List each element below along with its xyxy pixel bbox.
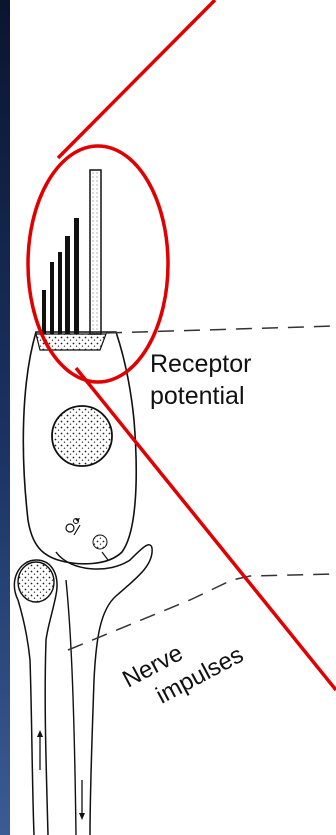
nucleus: [52, 406, 112, 466]
receptor-label-line2: potential: [150, 382, 245, 410]
stereocilium-4: [65, 236, 70, 334]
nerve-ending-dotted: [18, 562, 54, 602]
stereocilium-1: [42, 290, 46, 334]
stereocilium-5: [74, 218, 79, 334]
stereocilium-2: [50, 262, 54, 334]
receptor-label-line1: Receptor: [150, 350, 251, 378]
stereocilium-3: [58, 252, 62, 334]
kinocilium: [90, 170, 101, 334]
